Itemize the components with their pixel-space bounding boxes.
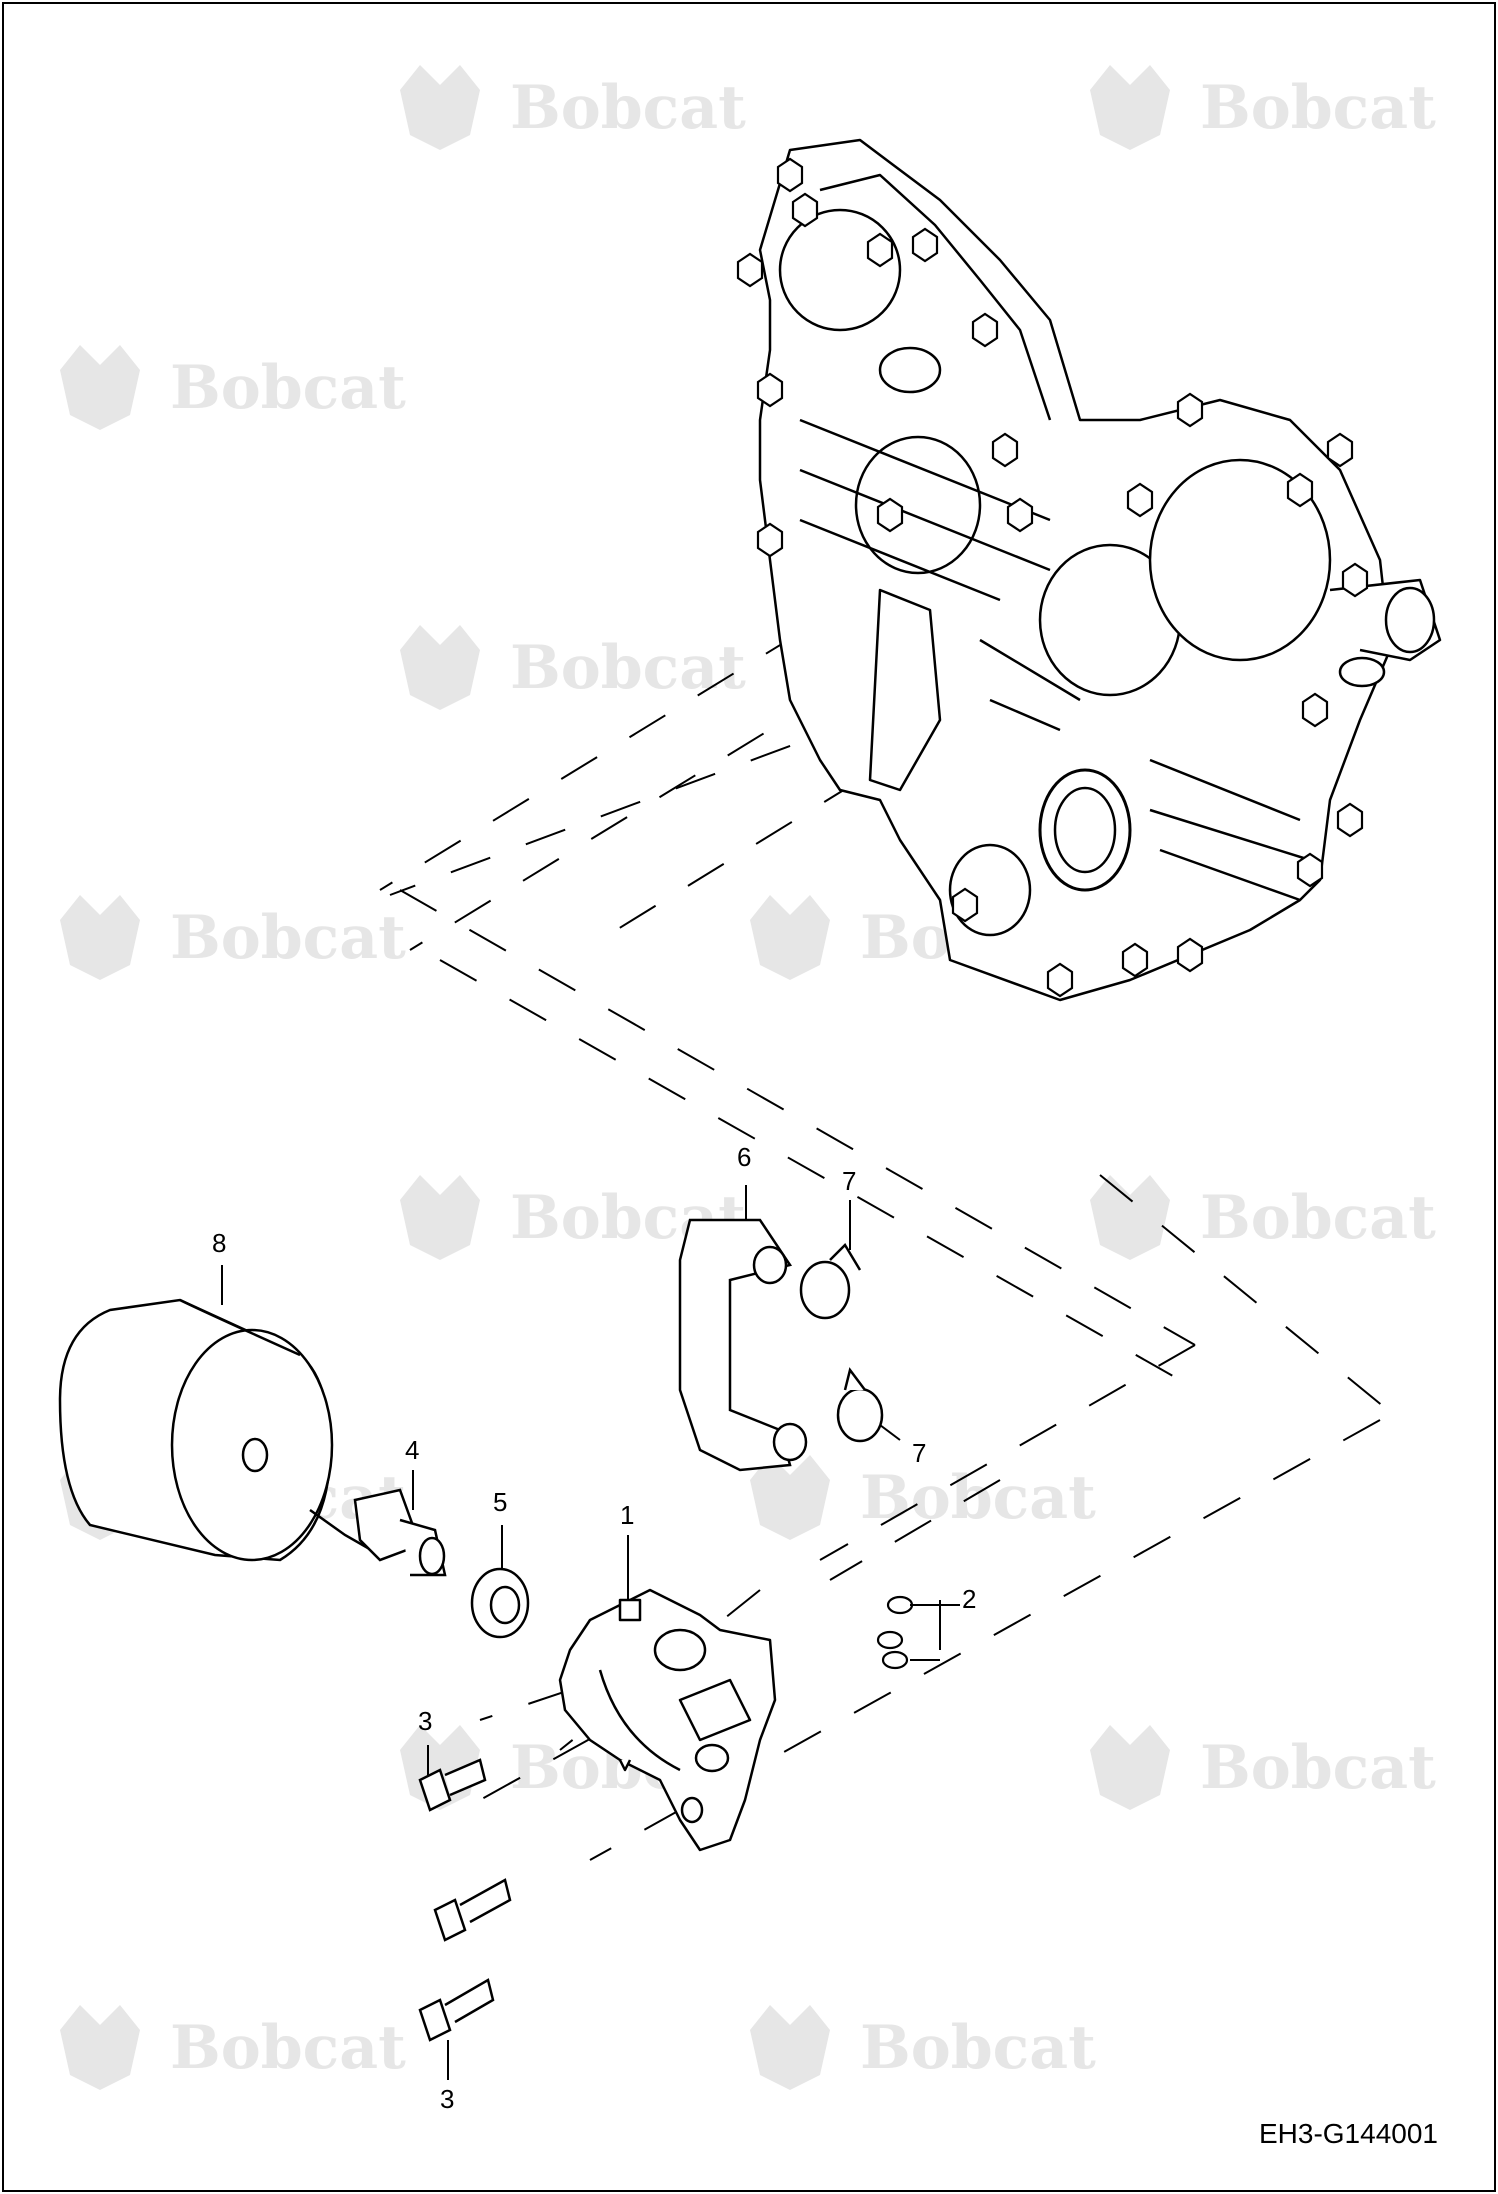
- watermark-logo-icon: [1090, 1725, 1170, 1810]
- cover-bolt-icon: [1341, 562, 1369, 598]
- cover-bolt-icon: [876, 497, 904, 533]
- cover-bolt-icon: [991, 432, 1019, 468]
- callout-leaders: [221, 1185, 960, 2080]
- watermark-brand-text: Bobcat: [170, 353, 406, 423]
- cover-bolt-icon: [1006, 497, 1034, 533]
- callout-4: 4: [405, 1435, 420, 1465]
- cover-bolt-icon: [1301, 692, 1329, 728]
- cover-bolt-icon: [1126, 482, 1154, 518]
- oil-hose: [678, 1218, 808, 1472]
- gear-cover-housing: [758, 138, 1442, 1002]
- callout-5: 5: [493, 1487, 508, 1517]
- callout-7-lower: 7: [912, 1438, 927, 1468]
- cover-bolt-icon: [756, 372, 784, 408]
- watermark-logo-icon: [400, 1175, 480, 1260]
- cover-bolt-icon: [736, 252, 764, 288]
- callout-3-lower: 3: [440, 2084, 455, 2114]
- callout-6: 6: [737, 1142, 752, 1172]
- cover-bolt-icon: [1336, 802, 1364, 838]
- watermark-logo-icon: [750, 895, 830, 980]
- cover-bolt-icon: [911, 227, 939, 263]
- watermark-logo-icon: [1090, 1175, 1170, 1260]
- callout-7-upper: 7: [842, 1166, 857, 1196]
- callout-2: 2: [962, 1584, 977, 1614]
- cover-bolt-icon: [1176, 392, 1204, 428]
- cover-bolts: [736, 157, 1369, 998]
- watermark-brand-text: Bobcat: [170, 2013, 406, 2083]
- cover-bolt-icon: [1121, 942, 1149, 978]
- oil-filter: [58, 1298, 334, 1562]
- watermark-logo-icon: [60, 895, 140, 980]
- cover-bolt-icon: [1326, 432, 1354, 468]
- watermark-brand-text: Bobcat: [860, 1463, 1096, 1533]
- hose-clamps: [799, 1242, 884, 1443]
- cover-bolt-icon: [756, 522, 784, 558]
- watermark-logo-icon: [1090, 65, 1170, 150]
- watermark-brand-text: Bobcat: [860, 2013, 1096, 2083]
- cover-bolt-icon: [1176, 937, 1204, 973]
- watermark-logo-icon: [400, 625, 480, 710]
- watermark-brand-text: Bobcat: [510, 73, 746, 143]
- watermark-logo-icon: [60, 345, 140, 430]
- small-o-rings: [876, 1595, 914, 1670]
- filter-bracket: [558, 1588, 777, 1852]
- o-ring: [470, 1567, 530, 1639]
- watermark-logo-icon: [400, 65, 480, 150]
- cover-bolt-icon: [791, 192, 819, 228]
- watermark-brand-text: Bobcat: [1200, 1183, 1436, 1253]
- watermark-brand-text: Bobcat: [170, 903, 406, 973]
- watermark-brand-text: Bobcat: [1200, 1733, 1436, 1803]
- callout-3-upper: 3: [418, 1706, 433, 1736]
- watermark-brand-text: Bobcat: [510, 633, 746, 703]
- watermark-logo-icon: [750, 1455, 830, 1540]
- drawing-code: EH3-G144001: [1258, 2118, 1438, 2149]
- cover-bolt-icon: [1286, 472, 1314, 508]
- cover-bolt-icon: [776, 157, 804, 193]
- mounting-bolts: [418, 1758, 512, 2042]
- callout-8: 8: [212, 1228, 227, 1258]
- watermark-logo-icon: [750, 2005, 830, 2090]
- cover-bolt-icon: [866, 232, 894, 268]
- watermark-logo-icon: [60, 2005, 140, 2090]
- cover-bolt-icon: [951, 887, 979, 923]
- watermark-brand-text: Bobcat: [1200, 73, 1436, 143]
- cover-bolt-icon: [1296, 852, 1324, 888]
- cover-bolt-icon: [1046, 962, 1074, 998]
- nipple-fitting: [309, 1488, 447, 1577]
- cover-bolt-icon: [971, 312, 999, 348]
- callout-1: 1: [620, 1500, 635, 1530]
